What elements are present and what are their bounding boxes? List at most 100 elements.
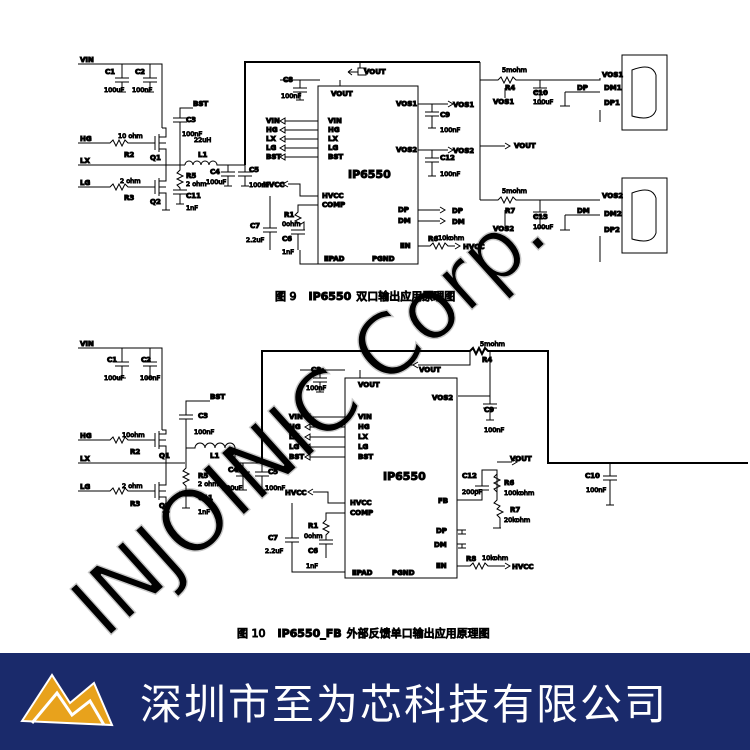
caption-fig9-text: 双口输出应用原理图	[356, 289, 455, 303]
left-pin-group: VIN HG LX LG BST VIN HG LX LG BST	[266, 117, 344, 162]
label-c5: C5	[249, 166, 259, 174]
value-r7: 5mohm	[502, 187, 527, 195]
value-c4-2: 100uF	[222, 484, 243, 492]
pin-pgnd: PGND	[372, 255, 395, 263]
net-vout-right: VOUT	[514, 142, 536, 150]
pin-bst-2: BST	[358, 453, 373, 461]
label-c10: C10	[533, 89, 548, 97]
label-r7-2: R7	[510, 506, 520, 514]
value-c10: 100uF	[533, 98, 554, 106]
pin-vos1: VOS1	[396, 100, 417, 108]
schematic-fb-single-port: VIN C1 100uF C2 100nF HG 10ohm R2 LX LG …	[78, 340, 748, 641]
value-c13: 100uF	[533, 223, 554, 231]
label-c4: C4	[210, 168, 220, 176]
company-footer-banner: 深圳市至为芯科技有限公司	[0, 653, 750, 750]
label-c8-2: C8	[311, 366, 321, 374]
usb-connector-2	[621, 177, 668, 254]
label-r6: R6	[428, 235, 438, 243]
label-c3: C3	[186, 116, 196, 124]
value-r8-2: 10kohm	[482, 554, 508, 562]
label-r7: R7	[505, 207, 515, 215]
pin-vout-2: VOUT	[358, 381, 380, 389]
caption-fig10-no: 图 10	[237, 627, 266, 640]
value-c12-2: 200pF	[462, 488, 483, 496]
value-r4-2: 5mohm	[480, 340, 505, 348]
pin-en: EN	[400, 242, 411, 250]
label-r3-2: R3	[130, 500, 140, 508]
pin-lg: LG	[328, 144, 338, 152]
value-c11: 1nF	[186, 204, 198, 212]
value-c8-2: 100nF	[306, 384, 327, 392]
value-c11-2: 1nF	[198, 508, 210, 516]
pin-vin: VIN	[328, 117, 342, 125]
schematic-dual-port: VIN C1 100uF C2 100nF HG R2 10 ohm LX LG…	[78, 54, 668, 304]
net-hg: HG	[80, 135, 92, 143]
net-vos1-port: VOS1	[493, 98, 514, 106]
label-c1-2: C1	[107, 356, 117, 364]
net-hvcc-left-2: HVCC	[285, 489, 307, 497]
net-vin-pin: VIN	[266, 117, 280, 125]
label-l1: L1	[198, 151, 207, 159]
value-c7: 2.2uF	[246, 236, 264, 244]
pin-hg: HG	[328, 126, 340, 134]
label-r4-2: R4	[482, 356, 492, 364]
value-r2-2: 10ohm	[122, 431, 145, 439]
net-vos2-conn: VOS2	[602, 192, 623, 200]
net-dm1: DM1	[604, 84, 622, 92]
label-c2-2: C2	[141, 356, 151, 364]
net-dm: DM	[452, 218, 465, 226]
net-hvcc-right-2: HVCC	[512, 563, 534, 571]
net-dp-port1: DP	[577, 84, 588, 92]
net-dp2: DP2	[604, 226, 620, 234]
value-r5-2: 2 ohm	[198, 480, 219, 488]
net-hg-pin-2: HG	[289, 423, 301, 431]
label-r2-2: R2	[130, 448, 140, 456]
pin-hg-2: HG	[358, 423, 370, 431]
label-c5-2: C5	[268, 468, 278, 476]
net-lg: LG	[80, 179, 90, 187]
value-c7-2: 2.2uF	[265, 547, 283, 555]
net-lx-pin-2: LX	[289, 433, 299, 441]
value-c2: 100nF	[132, 86, 153, 94]
value-r1: 0ohm	[282, 220, 301, 228]
value-c10-2: 100nF	[586, 486, 607, 494]
company-name: 深圳市至为芯科技有限公司	[140, 680, 669, 729]
value-r7-2: 20kohm	[504, 516, 530, 524]
label-r4: R4	[505, 84, 515, 92]
label-c8: C8	[283, 76, 293, 84]
net-vin-pin-2: VIN	[289, 413, 303, 421]
label-c6: C6	[282, 235, 292, 243]
net-vin-2: VIN	[80, 340, 94, 348]
value-c6-2: 1nF	[306, 562, 318, 570]
value-c8: 100nF	[281, 92, 302, 100]
value-c9: 100nF	[440, 126, 461, 134]
net-dp: DP	[452, 207, 463, 215]
value-c5: 100nF	[249, 181, 270, 189]
pin-lx-2: LX	[358, 433, 368, 441]
net-hg-pin: HG	[266, 126, 278, 134]
net-bst: BST	[193, 100, 208, 108]
value-c12: 100nF	[440, 170, 461, 178]
value-r5: 2 ohm	[186, 180, 207, 188]
value-r6-2: 100kohm	[504, 489, 534, 497]
pin-fb: FB	[438, 497, 448, 505]
net-dp1: DP1	[604, 99, 620, 107]
pin-en-2: EN	[436, 562, 447, 570]
label-c6-2: C6	[308, 547, 318, 555]
usb-connector-1	[621, 54, 668, 131]
pin-vos2-2: VOS2	[432, 394, 453, 402]
net-bst-2: BST	[210, 393, 225, 401]
net-lx-pin: LX	[266, 135, 276, 143]
label-r1-2: R1	[308, 522, 318, 530]
label-c4-2: C4	[228, 466, 238, 474]
label-r5: R5	[186, 172, 196, 180]
caption-fig9-chip: IP6550	[309, 290, 352, 303]
value-r2: 10 ohm	[118, 132, 143, 140]
label-c12-2: C12	[462, 472, 477, 480]
label-c2: C2	[135, 68, 145, 76]
label-r3: R3	[124, 194, 134, 202]
pin-dm-2: DM	[434, 541, 447, 549]
net-vos2: VOS2	[453, 147, 474, 155]
net-bst-pin: BST	[266, 153, 281, 161]
